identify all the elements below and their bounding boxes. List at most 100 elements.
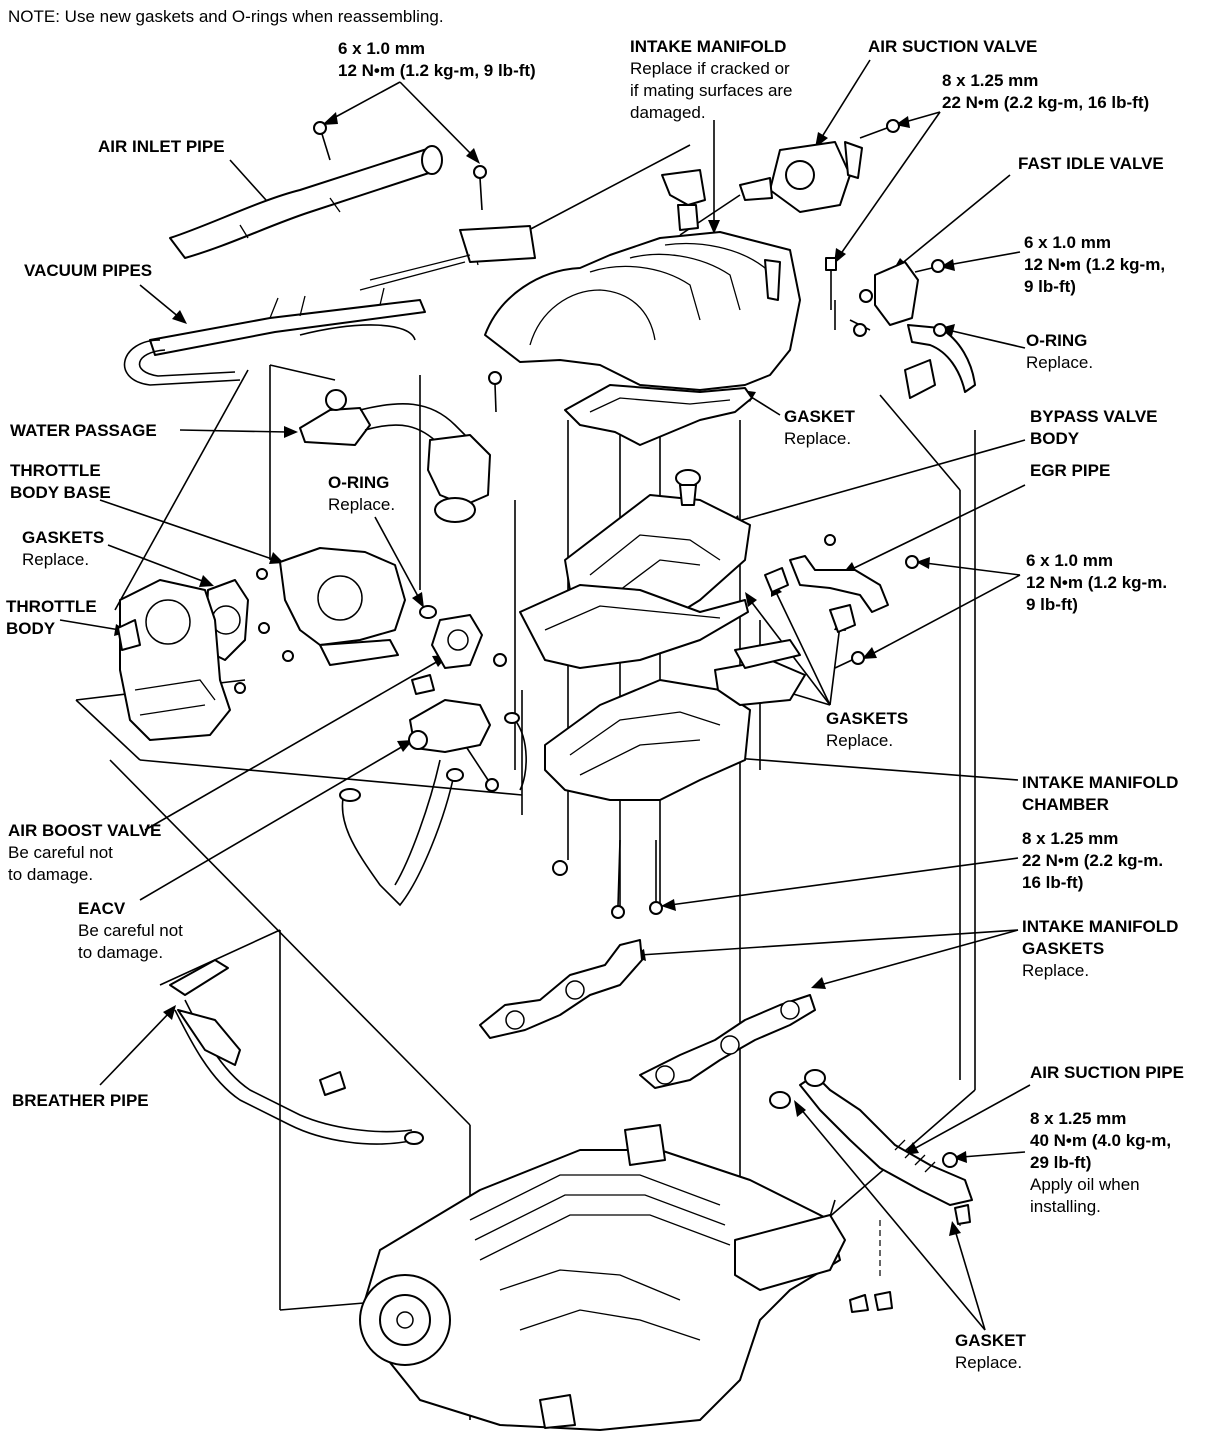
bolt-chamber-3 [649, 840, 663, 915]
stud-manifold [825, 257, 837, 310]
torque-line: 6 x 1.0 mm [1026, 551, 1113, 570]
gasket-top-label: GASKET Replace. [784, 406, 855, 450]
label-title: THROTTLE [6, 597, 97, 616]
bolt-lower-left [464, 744, 499, 792]
label-title: GASKETS [826, 709, 909, 728]
label-title: INTAKE MANIFOLD [1022, 917, 1179, 936]
label-title: GASKETS [1022, 939, 1105, 958]
label-note: Replace. [22, 550, 90, 569]
air-suction-valve-part [739, 141, 863, 213]
torque-line: 22 N•m (2.2 kg-m. [1022, 851, 1164, 870]
breather-pipe-label: BREATHER PIPE [12, 1090, 149, 1112]
air-boost-valve-part [408, 674, 491, 753]
gaskets-mid-label: GASKETS Replace. [826, 708, 908, 752]
label-note: to damage. [78, 943, 164, 962]
eacv-label: EACV Be careful not to damage. [78, 898, 183, 964]
label-title: GASKET [784, 407, 855, 426]
label-note: Replace. [784, 429, 852, 448]
torque-label-6x10-top: 6 x 1.0 mm 12 N•m (1.2 kg-m, 9 lb-ft) [338, 38, 536, 82]
torque-line: 12 N•m (1.2 kg-m. [1026, 573, 1168, 592]
egr-pipe-label: EGR PIPE [1030, 460, 1110, 482]
label-note: Replace. [1026, 353, 1094, 372]
intake-manifold-gaskets-part [479, 939, 816, 1089]
label-title: THROTTLE [10, 461, 101, 480]
torque-label-8x125-top: 8 x 1.25 mm 22 N•m (2.2 kg-m, 16 lb-ft) [942, 70, 1149, 114]
torque-label-6x10-mid: 6 x 1.0 mm 12 N•m (1.2 kg-m. 9 lb-ft) [1026, 550, 1167, 616]
label-title: BODY [1030, 429, 1080, 448]
label-title: GASKET [955, 1331, 1026, 1350]
air-boost-valve-label: AIR BOOST VALVE Be careful not to damage… [8, 820, 161, 886]
torque-label-8x125-bottom: 8 x 1.25 mm 40 N•m (4.0 kg-m, 29 lb-ft) … [1030, 1108, 1171, 1218]
water-passage-part [299, 389, 491, 523]
bolt-parts [313, 119, 958, 1168]
eacv-hoses-part [339, 712, 527, 907]
bolt-asv [859, 119, 900, 139]
torque-line: 8 x 1.25 mm [1022, 829, 1119, 848]
bypass-valve-body-label: BYPASS VALVE BODY [1030, 406, 1158, 450]
throttle-body-part [117, 579, 246, 741]
bolt-fiv [914, 259, 945, 273]
label-title: WATER PASSAGE [10, 421, 157, 440]
torque-line: 9 lb-ft) [1026, 595, 1078, 614]
intake-manifold-part [484, 169, 801, 391]
torque-line: 6 x 1.0 mm [1024, 233, 1111, 252]
torque-label-6x10-right: 6 x 1.0 mm 12 N•m (1.2 kg-m, 9 lb-ft) [1024, 232, 1165, 298]
label-note: Replace. [328, 495, 396, 514]
label-title: EGR PIPE [1030, 461, 1111, 480]
torque-line: 12 N•m (1.2 kg-m, [1024, 255, 1166, 274]
throttle-body-base-part [256, 547, 406, 666]
torque-line: 29 lb-ft) [1030, 1153, 1092, 1172]
label-title: FAST IDLE VALVE [1018, 154, 1164, 173]
label-title: CHAMBER [1022, 795, 1109, 814]
air-suction-pipe-label: AIR SUCTION PIPE [1030, 1062, 1184, 1084]
air-suction-pipe-part [769, 1069, 973, 1225]
engine-block-part [359, 1124, 893, 1431]
intake-gasket-top-part [564, 384, 753, 446]
label-note: to damage. [8, 865, 94, 884]
label-title: O-RING [1026, 331, 1088, 350]
gasket-bottom-label: GASKET Replace. [955, 1330, 1026, 1374]
water-passage-label: WATER PASSAGE [10, 420, 157, 442]
label-note: installing. [1030, 1197, 1101, 1216]
label-title: EACV [78, 899, 126, 918]
label-title: BODY BASE [10, 483, 111, 502]
throttle-body-base-label: THROTTLE BODY BASE [10, 460, 111, 504]
intake-manifold-chamber-part [544, 679, 751, 801]
vacuum-pipes-label: VACUUM PIPES [24, 260, 152, 282]
o-ring-right-label: O-RING Replace. [1026, 330, 1093, 374]
note-text: NOTE: Use new gaskets and O-rings when r… [8, 7, 444, 26]
gaskets-left-label: GASKETS Replace. [22, 527, 104, 571]
label-title: AIR SUCTION PIPE [1030, 1063, 1184, 1082]
label-note: Replace if cracked or [630, 59, 790, 78]
bypass-gasket-part [519, 584, 749, 669]
label-note: Replace. [1022, 961, 1090, 980]
bolt-center [493, 653, 507, 667]
label-title: AIR SUCTION VALVE [868, 37, 1038, 56]
label-note: Be careful not [8, 843, 113, 862]
label-note: Be careful not [78, 921, 183, 940]
o-ring-left-label: O-RING Replace. [328, 472, 395, 516]
air-suction-valve-label: AIR SUCTION VALVE [868, 36, 1037, 58]
torque-line: 6 x 1.0 mm [338, 39, 425, 58]
intake-manifold-chamber-label: INTAKE MANIFOLD CHAMBER [1022, 772, 1178, 816]
bolt-egr-2 [834, 651, 865, 669]
label-note: damaged. [630, 103, 706, 122]
fast-idle-valve-part [853, 261, 976, 399]
label-title: VACUUM PIPES [24, 261, 153, 280]
bolt-chamber-2 [611, 839, 625, 919]
bolt-intake-left [488, 371, 502, 413]
o-ring-left-part [419, 605, 483, 669]
bolt-top-mid [473, 165, 487, 211]
label-note: Replace. [826, 731, 894, 750]
gaskets-mid-part [714, 639, 806, 706]
torque-line: 40 N•m (4.0 kg-m, [1030, 1131, 1172, 1150]
air-inlet-pipe-label: AIR INLET PIPE [98, 136, 225, 158]
bolt-asp [942, 1152, 958, 1168]
throttle-body-label: THROTTLE BODY [6, 596, 97, 640]
torque-line: 16 lb-ft) [1022, 873, 1084, 892]
label-note: Apply oil when [1030, 1175, 1140, 1194]
bolt-egr-1 [905, 555, 919, 569]
torque-line: 22 N•m (2.2 kg-m, 16 lb-ft) [942, 93, 1150, 112]
torque-line: 12 N•m (1.2 kg-m, 9 lb-ft) [338, 61, 536, 80]
